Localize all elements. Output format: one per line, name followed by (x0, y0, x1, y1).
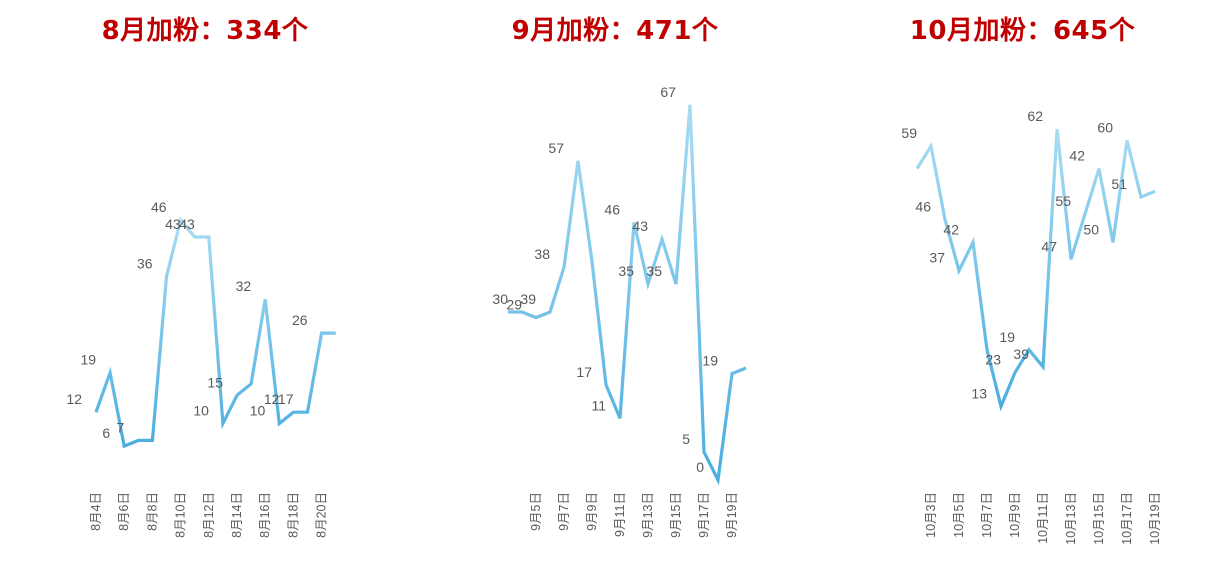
x-tick-label: 8月12日 (202, 492, 216, 538)
data-label: 29 (506, 297, 522, 313)
data-label: 39 (1013, 346, 1029, 362)
data-label: 11 (591, 397, 606, 413)
data-label: 6 (102, 425, 110, 441)
data-label: 43 (165, 216, 181, 232)
series-line (94, 216, 336, 449)
data-label: 7 (117, 419, 125, 435)
data-label: 5 (682, 431, 690, 447)
series-line (508, 104, 747, 486)
x-tick-label: 10月11日 (1036, 492, 1050, 544)
data-label: 36 (137, 256, 153, 272)
x-tick-label: 10月19日 (1148, 492, 1162, 545)
x-tick-label: 10月7日 (980, 492, 994, 538)
x-tick-label: 10月3日 (924, 492, 938, 538)
x-tick-label: 10月5日 (952, 492, 966, 538)
data-label: 13 (971, 385, 987, 401)
x-tick-label: 8月16日 (258, 492, 272, 538)
data-label: 23 (985, 351, 1001, 367)
data-label: 17 (576, 364, 592, 380)
x-tick-label: 9月19日 (725, 492, 739, 538)
x-tick-label: 9月9日 (585, 492, 599, 531)
data-label: 15 (207, 374, 223, 390)
data-label: 30 (492, 291, 508, 307)
data-label: 57 (548, 140, 564, 156)
data-label: 43 (632, 218, 648, 234)
data-label: 35 (618, 263, 634, 279)
data-label: 19 (999, 329, 1015, 345)
data-label: 67 (660, 84, 676, 100)
data-label: 12 (66, 391, 82, 407)
data-label: 47 (1041, 238, 1057, 254)
chart-title-august: 8月加粉：334个 (101, 16, 309, 46)
x-tick-label: 10月9日 (1008, 492, 1022, 538)
data-label: 26 (292, 312, 308, 328)
data-label: 46 (604, 201, 620, 217)
x-tick-label: 9月13日 (641, 492, 655, 538)
chart-title-september: 9月加粉：471个 (511, 16, 719, 46)
data-label: 46 (151, 199, 167, 215)
data-label: 55 (1055, 193, 1071, 209)
data-label: 60 (1097, 119, 1113, 135)
data-label: 59 (901, 125, 917, 141)
x-tick-label: 8月18日 (286, 492, 300, 538)
data-label: 39 (520, 291, 536, 307)
data-label: 51 (1111, 176, 1127, 192)
x-tick-label: 9月5日 (529, 492, 543, 531)
x-tick-label: 10月15日 (1092, 492, 1106, 545)
data-label: 42 (1069, 148, 1085, 164)
series-line (915, 128, 1156, 412)
chart-title-october: 10月加粉：645个 (909, 16, 1136, 46)
data-label: 38 (534, 246, 550, 262)
x-tick-label: 9月7日 (557, 492, 571, 531)
x-tick-label: 8月8日 (145, 492, 159, 531)
x-tick-label: 9月17日 (697, 492, 711, 538)
data-label: 50 (1083, 221, 1099, 237)
data-label: 19 (702, 353, 718, 369)
data-label: 62 (1027, 108, 1043, 124)
x-tick-label: 9月15日 (669, 492, 683, 538)
x-tick-label: 8月20日 (315, 492, 329, 538)
x-tick-label: 8月10日 (174, 492, 188, 538)
data-label: 42 (943, 221, 959, 237)
data-label: 46 (915, 199, 931, 215)
x-tick-label: 10月17日 (1120, 492, 1134, 545)
data-label: 32 (236, 278, 252, 294)
data-label: 35 (646, 263, 662, 279)
x-tick-label: 10月13日 (1064, 492, 1078, 545)
data-label: 10 (193, 403, 209, 419)
data-label: 0 (696, 459, 704, 475)
x-tick-label: 8月6日 (117, 492, 131, 531)
data-label: 19 (81, 352, 97, 368)
x-tick-label: 9月11日 (613, 492, 627, 537)
data-label: 17 (278, 391, 294, 407)
x-tick-label: 8月4日 (89, 492, 103, 531)
data-label: 43 (179, 216, 195, 232)
x-tick-label: 8月14日 (230, 492, 244, 538)
data-label: 37 (929, 250, 945, 266)
data-label: 10 (250, 403, 266, 419)
data-label: 12 (264, 391, 280, 407)
